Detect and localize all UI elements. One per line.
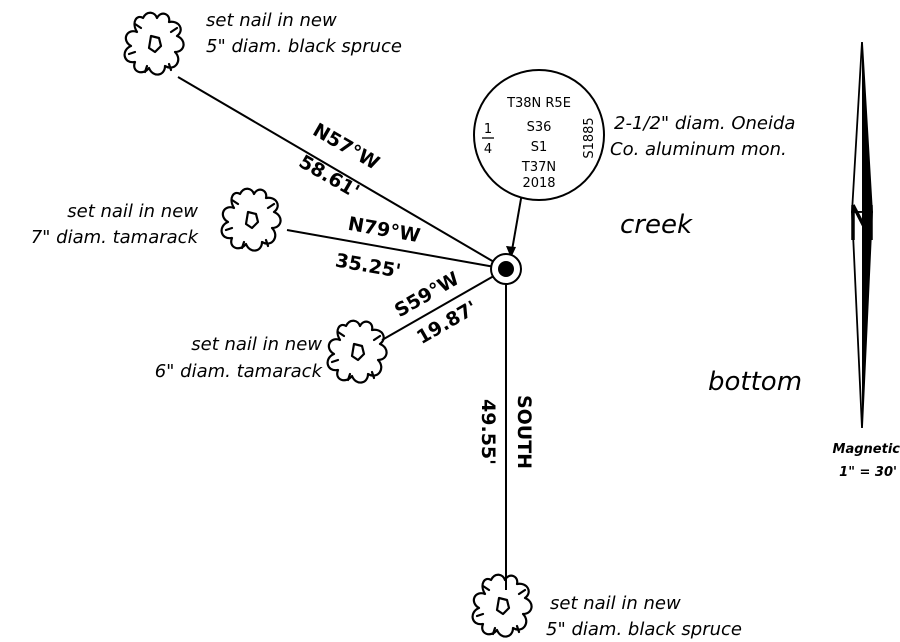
- tree-s-bearing: SOUTH: [513, 395, 535, 469]
- tree-s-note-2: 5" diam. black spruce: [546, 619, 742, 640]
- tree-w-distance: 35.25': [334, 250, 403, 283]
- line-nw-tree: [177, 76, 507, 270]
- monument-line-5: 2018: [522, 176, 555, 191]
- tree-w-icon: [220, 187, 282, 252]
- tree-w-note-2: 7" diam. tamarack: [31, 227, 200, 248]
- corner-point: [490, 253, 522, 285]
- tree-nw-note-1: set nail in new: [206, 10, 337, 31]
- area-label-bottom: bottom: [708, 367, 802, 397]
- line-sw-tree: [381, 268, 507, 341]
- scale-label: 1" = 30': [839, 465, 897, 480]
- magnetic-label: Magnetic: [833, 442, 900, 457]
- area-label-creek: creek: [620, 210, 693, 240]
- monument-line-4: T37N: [521, 160, 556, 175]
- monument-line-3: S1: [531, 140, 548, 155]
- monument-description-1: 2-1/2" diam. Oneida: [614, 113, 795, 134]
- monument-description-2: Co. aluminum mon.: [610, 139, 787, 160]
- tree-s-note-1: set nail in new: [550, 593, 681, 614]
- monument-detail: T38N R5E S36 S1 T37N 2018 1 4 S1885: [473, 69, 605, 201]
- line-w-tree: [286, 229, 507, 270]
- monument-leader: [510, 192, 523, 257]
- north-arrow-icon: [851, 41, 873, 429]
- monument-line-2: S36: [527, 120, 552, 135]
- monument-line-1: T38N R5E: [506, 96, 571, 111]
- tree-nw-note-2: 5" diam. black spruce: [206, 36, 402, 57]
- leader-arrowhead: [506, 246, 516, 258]
- tree-w-note-1: set nail in new: [67, 201, 198, 222]
- tree-sw-icon: [326, 319, 388, 384]
- fraction-numerator: 1: [484, 122, 492, 137]
- fraction-denominator: 4: [484, 142, 492, 157]
- tree-sw-note-1: set nail in new: [191, 334, 322, 355]
- tree-sw-note-2: 6" diam. tamarack: [155, 361, 324, 382]
- tree-s-distance: 49.55': [477, 399, 499, 465]
- monument-side-text: S1885: [582, 117, 597, 158]
- tree-s-icon: [471, 573, 533, 638]
- tree-nw-icon: [123, 11, 185, 76]
